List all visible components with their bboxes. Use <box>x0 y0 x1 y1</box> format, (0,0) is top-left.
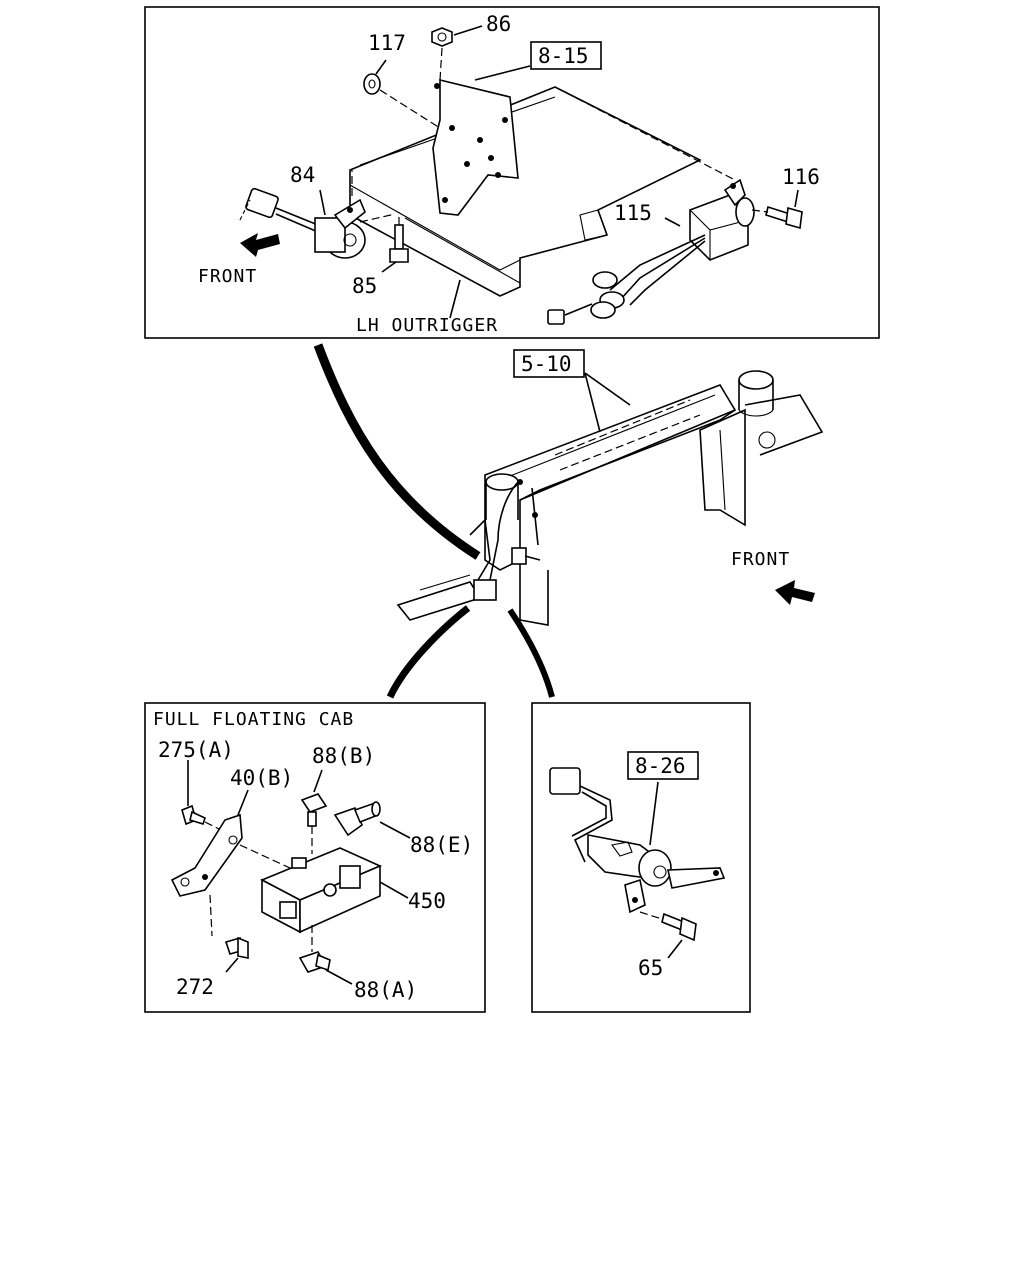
part-88a-label: 88(A) <box>354 978 417 1002</box>
ref-8-15-label: 8-15 <box>538 44 589 68</box>
frame-assembly: 5-10 FRONT <box>313 343 824 699</box>
bottom-right-panel: 8-26 65 <box>531 702 751 1013</box>
front-label-middle: FRONT <box>731 549 790 570</box>
callout-curve-left <box>386 605 471 699</box>
part-65-label: 65 <box>638 956 663 980</box>
part-86-label: 86 <box>486 12 511 36</box>
bolt-65-icon <box>661 912 697 959</box>
bottom-right-frame <box>531 702 751 1013</box>
valve-450-icon <box>260 847 409 934</box>
part-85-label: 85 <box>352 274 377 298</box>
relay-115-icon <box>547 86 755 325</box>
part-117-label: 117 <box>368 31 406 55</box>
part-40b-label: 40(B) <box>230 766 293 790</box>
part-84-label: 84 <box>290 163 315 187</box>
top-panel: 8-15 86 117 84 85 115 116 FRONT LH OUTRI… <box>144 6 880 339</box>
bracket-40b-icon <box>170 789 291 937</box>
fitting-88a-icon <box>298 925 353 985</box>
part-115-label: 115 <box>614 201 652 225</box>
front-label-top: FRONT <box>198 266 257 287</box>
fitting-88b-icon <box>300 769 328 854</box>
front-arrow-middle-icon <box>775 580 815 605</box>
ref-8-26-box <box>627 751 699 780</box>
part-88e-label: 88(E) <box>410 833 473 857</box>
bolt-116-icon <box>751 189 803 230</box>
part-450-label: 450 <box>408 889 446 913</box>
front-arrow-icon <box>240 233 280 257</box>
part-272-label: 272 <box>176 975 214 999</box>
fitting-88e-icon <box>333 801 411 839</box>
washer-117-icon <box>363 59 441 129</box>
ref-8-26-label: 8-26 <box>635 754 686 778</box>
callout-curve-right <box>507 608 555 698</box>
ref-8-15-box <box>530 41 602 70</box>
height-sensor-icon <box>549 767 726 921</box>
bottom-left-frame <box>144 702 486 1013</box>
outrigger-label: LH OUTRIGGER <box>356 315 498 336</box>
lh-outrigger-drawing <box>349 86 702 297</box>
callout-curve-top <box>313 343 481 560</box>
switch-84-icon <box>245 170 396 259</box>
ref-5-10-box <box>513 349 585 378</box>
part-275a-label: 275(A) <box>158 738 234 762</box>
bolt-272-icon <box>224 936 249 973</box>
nut-86-icon <box>431 25 483 81</box>
ref-5-10-label: 5-10 <box>521 352 572 376</box>
bolt-275a-icon <box>181 760 226 833</box>
bolt-85-icon <box>381 212 409 273</box>
part-88b-label: 88(B) <box>312 744 375 768</box>
bottom-left-panel: FULL FLOATING CAB <box>144 702 486 1013</box>
part-116-label: 116 <box>782 165 820 189</box>
panel-title-floating-cab: FULL FLOATING CAB <box>153 709 354 730</box>
bracket-plate <box>432 78 519 216</box>
top-panel-frame <box>144 6 880 339</box>
